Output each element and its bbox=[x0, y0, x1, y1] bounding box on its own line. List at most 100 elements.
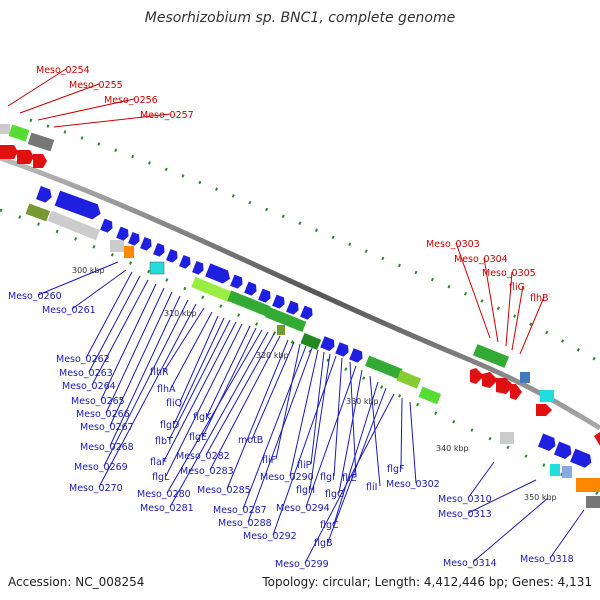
gene-forward[interactable] bbox=[230, 274, 245, 290]
gene-label[interactable]: Meso_0255 bbox=[69, 80, 123, 91]
gene-forward[interactable] bbox=[36, 186, 54, 204]
gene-block[interactable] bbox=[110, 240, 124, 252]
gene-block[interactable] bbox=[300, 332, 322, 350]
gene-label[interactable]: Meso_0268 bbox=[80, 442, 134, 453]
gene-label[interactable]: fliE bbox=[342, 473, 357, 484]
gene-block[interactable] bbox=[576, 478, 600, 492]
gene-forward[interactable] bbox=[244, 281, 259, 297]
gene-label[interactable]: Meso_0285 bbox=[197, 485, 251, 496]
gene-label[interactable]: Meso_0266 bbox=[76, 409, 130, 420]
gene-label[interactable]: fliQ bbox=[166, 398, 182, 409]
gene-label[interactable]: Meso_0281 bbox=[140, 503, 194, 514]
gene-block[interactable] bbox=[418, 386, 442, 405]
gene-label[interactable]: Meso_0264 bbox=[62, 381, 116, 392]
gene-block[interactable] bbox=[365, 355, 403, 380]
gene-label[interactable]: flgI bbox=[320, 472, 335, 483]
gene-block[interactable] bbox=[500, 432, 514, 444]
gene-block[interactable] bbox=[550, 464, 560, 476]
gene-label[interactable]: Meso_0267 bbox=[80, 422, 134, 433]
gene-label[interactable]: fliF bbox=[262, 455, 276, 466]
gene-reverse[interactable] bbox=[510, 384, 522, 400]
gene-forward[interactable] bbox=[272, 294, 287, 310]
gene-reverse[interactable] bbox=[594, 432, 600, 446]
gene-forward[interactable] bbox=[153, 242, 167, 258]
gene-label[interactable]: flhA bbox=[157, 384, 176, 395]
gene-forward[interactable] bbox=[54, 190, 104, 222]
gene-block[interactable] bbox=[520, 372, 530, 383]
gene-label[interactable]: Meso_0304 bbox=[454, 254, 508, 265]
gene-label[interactable]: flgE bbox=[189, 432, 207, 443]
gene-label[interactable]: Meso_0270 bbox=[69, 483, 123, 494]
gene-block[interactable] bbox=[586, 496, 600, 508]
gene-reverse[interactable] bbox=[470, 368, 484, 384]
gene-forward[interactable] bbox=[570, 448, 594, 469]
gene-forward[interactable] bbox=[258, 288, 273, 304]
gene-label[interactable]: motB bbox=[238, 435, 263, 446]
gene-reverse[interactable] bbox=[33, 154, 47, 168]
gene-forward[interactable] bbox=[300, 305, 315, 321]
gene-label[interactable]: flhR bbox=[150, 367, 169, 378]
gene-label[interactable]: flgH bbox=[296, 485, 315, 496]
gene-label[interactable]: Meso_0305 bbox=[482, 268, 536, 279]
gene-forward[interactable] bbox=[349, 348, 365, 364]
gene-block[interactable] bbox=[149, 261, 165, 275]
gene-label[interactable]: Meso_0265 bbox=[71, 396, 125, 407]
gene-label[interactable]: Meso_0256 bbox=[104, 95, 158, 106]
gene-forward[interactable] bbox=[128, 231, 142, 247]
gene-label[interactable]: flgG bbox=[325, 489, 344, 500]
gene-block[interactable] bbox=[265, 306, 307, 333]
gene-label[interactable]: Meso_0269 bbox=[74, 462, 128, 473]
gene-forward[interactable] bbox=[116, 226, 131, 242]
gene-label[interactable]: flgD bbox=[160, 420, 179, 431]
gene-forward[interactable] bbox=[335, 342, 351, 358]
gene-block[interactable] bbox=[191, 276, 233, 303]
gene-reverse[interactable] bbox=[496, 378, 514, 394]
gene-block[interactable] bbox=[8, 124, 30, 142]
gene-reverse[interactable] bbox=[536, 404, 552, 416]
gene-forward[interactable] bbox=[179, 254, 193, 270]
gene-label[interactable]: flgL bbox=[152, 472, 170, 483]
gene-reverse[interactable] bbox=[482, 372, 498, 388]
gene-label[interactable]: Meso_0313 bbox=[438, 509, 492, 520]
gene-label[interactable]: Meso_0318 bbox=[520, 554, 574, 565]
gene-label[interactable]: Meso_0254 bbox=[36, 65, 90, 76]
gene-label[interactable]: Meso_0288 bbox=[218, 518, 272, 529]
gene-label[interactable]: fliG bbox=[509, 282, 525, 293]
gene-block[interactable] bbox=[27, 132, 55, 152]
gene-block[interactable] bbox=[227, 290, 271, 317]
gene-label[interactable]: Meso_0303 bbox=[426, 239, 480, 250]
gene-label[interactable]: flbT bbox=[155, 436, 173, 447]
gene-forward[interactable] bbox=[205, 263, 232, 285]
gene-label[interactable]: Meso_0282 bbox=[176, 451, 230, 462]
gene-label[interactable]: fliP bbox=[297, 460, 312, 471]
gene-label[interactable]: Meso_0310 bbox=[438, 494, 492, 505]
gene-label[interactable]: flaF bbox=[150, 457, 167, 468]
gene-label[interactable]: Meso_0283 bbox=[180, 466, 234, 477]
gene-forward[interactable] bbox=[320, 336, 337, 352]
gene-forward[interactable] bbox=[286, 300, 301, 316]
gene-block[interactable] bbox=[0, 124, 10, 134]
gene-label[interactable]: Meso_0294 bbox=[276, 503, 330, 514]
gene-label[interactable]: flhB bbox=[530, 293, 549, 304]
gene-forward[interactable] bbox=[100, 218, 115, 234]
gene-label[interactable]: flgK bbox=[193, 412, 212, 423]
gene-block[interactable] bbox=[540, 390, 554, 402]
gene-forward[interactable] bbox=[140, 236, 154, 252]
gene-label[interactable]: Meso_0302 bbox=[386, 479, 440, 490]
gene-reverse[interactable] bbox=[17, 150, 34, 164]
gene-label[interactable]: Meso_0257 bbox=[140, 110, 194, 121]
gene-forward[interactable] bbox=[166, 248, 180, 264]
gene-label[interactable]: Meso_0290 bbox=[260, 472, 314, 483]
gene-block[interactable] bbox=[124, 246, 134, 258]
gene-label[interactable]: flgC bbox=[320, 520, 339, 531]
gene-label[interactable]: Meso_0292 bbox=[243, 531, 297, 542]
gene-block[interactable] bbox=[25, 203, 51, 222]
gene-block[interactable] bbox=[47, 210, 100, 241]
gene-label[interactable]: Meso_0262 bbox=[56, 354, 110, 365]
gene-label[interactable]: Meso_0314 bbox=[443, 558, 497, 569]
gene-block[interactable] bbox=[472, 344, 510, 368]
gene-label[interactable]: fliI bbox=[366, 482, 377, 493]
gene-forward[interactable] bbox=[553, 441, 574, 461]
gene-block[interactable] bbox=[562, 466, 572, 478]
gene-block[interactable] bbox=[277, 325, 285, 335]
